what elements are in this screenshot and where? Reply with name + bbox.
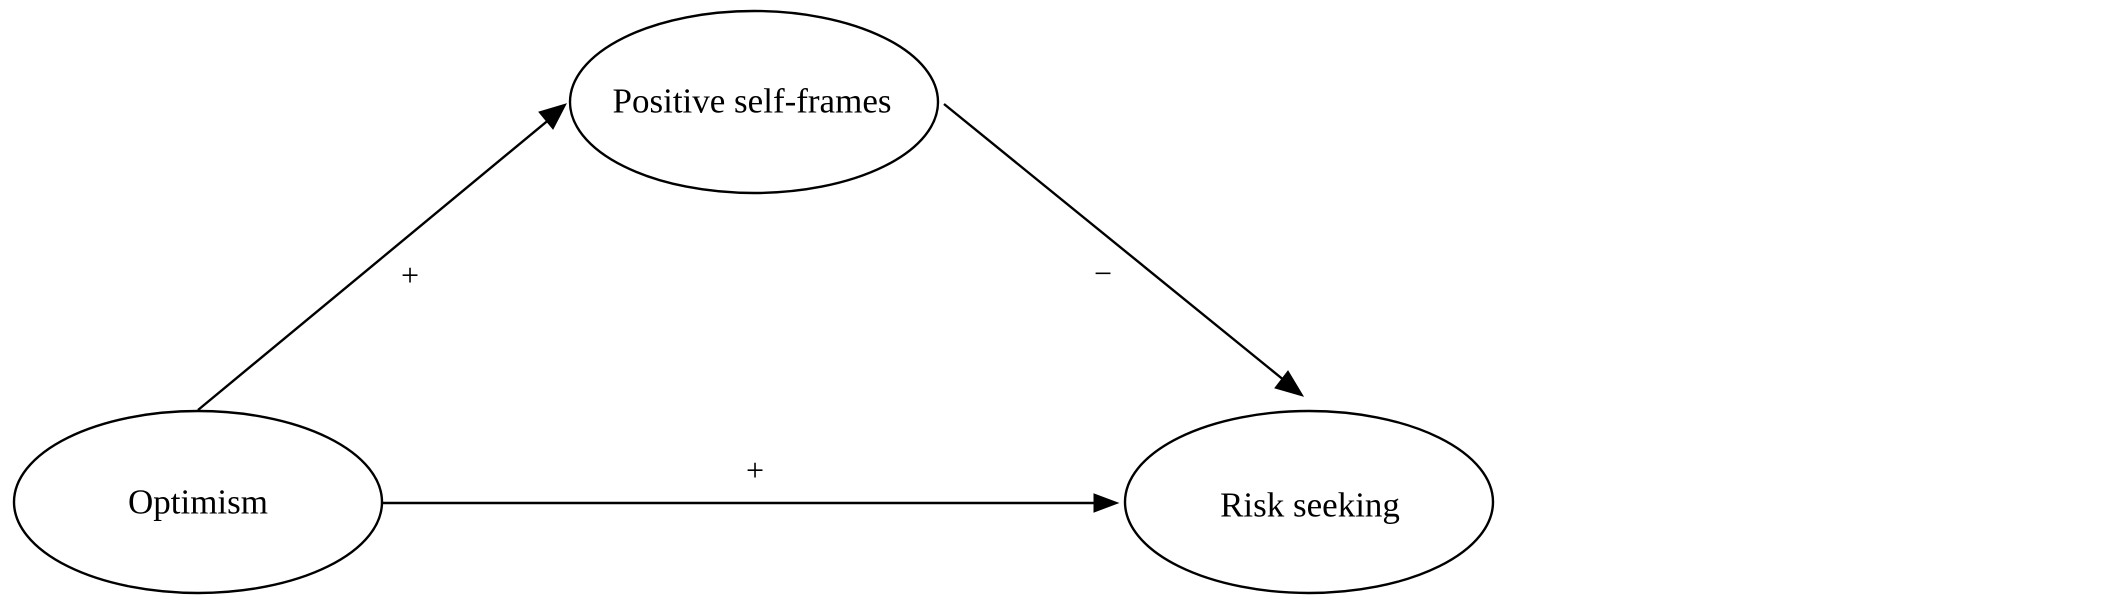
arrow-head — [1093, 493, 1120, 513]
arrow-head — [1274, 370, 1305, 397]
node-ellipse — [1123, 409, 1495, 595]
edge-sign-label: + — [401, 257, 419, 293]
node-positive-self-frames: Positive self-frames — [568, 9, 940, 195]
node-ellipse — [568, 9, 940, 195]
arrow-head — [538, 103, 567, 130]
node-label: Positive self-frames — [613, 82, 892, 121]
node-label: Risk seeking — [1220, 486, 1400, 525]
node-label: Optimism — [128, 483, 268, 522]
edge-sign-label: − — [1094, 255, 1112, 291]
node-risk-seeking: Risk seeking — [1123, 409, 1495, 595]
node-ellipse — [12, 409, 384, 595]
node-optimism: Optimism — [12, 409, 384, 595]
edge-line — [943, 103, 1286, 382]
edge-line — [197, 117, 552, 411]
edge-positive-self-frames-to-risk-seeking: − — [943, 103, 1305, 397]
edge-optimism-to-risk-seeking: + — [383, 452, 1120, 513]
edge-sign-label: + — [746, 452, 764, 488]
edge-optimism-to-positive-self-frames: + — [197, 103, 567, 411]
